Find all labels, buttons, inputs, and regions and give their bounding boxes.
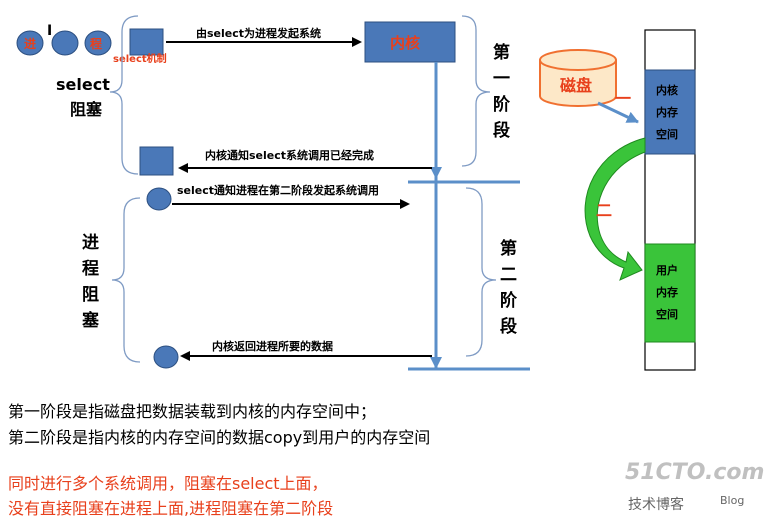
select-mechanism-label: select机制 bbox=[113, 52, 167, 65]
brace-process-block bbox=[111, 197, 141, 363]
first-phase-char-1: 第 bbox=[493, 42, 510, 63]
arrow-select-notify-label: select通知进程在第二阶段发起系统调用 bbox=[177, 183, 379, 197]
process-circle-2 bbox=[51, 30, 79, 56]
user-memory-line3: 空间 bbox=[656, 307, 678, 321]
caption-note-line2: 没有直接阻塞在进程上面,进程阻塞在第二阶段 bbox=[8, 499, 334, 518]
disk-cylinder: 磁盘 bbox=[539, 49, 617, 107]
second-phase-char-3: 阶 bbox=[500, 290, 518, 311]
process-circle-stage2 bbox=[146, 187, 172, 211]
select-block-line1: select bbox=[56, 75, 110, 94]
mark-two: 二 bbox=[596, 201, 612, 220]
process-char-2: 程 bbox=[90, 36, 102, 51]
arrow-kernel-notify-label: 内核通知select系统调用已经完成 bbox=[205, 148, 374, 162]
brace-first-phase bbox=[461, 15, 491, 167]
process-circle-3 bbox=[84, 30, 112, 56]
select-box-notified bbox=[139, 146, 174, 176]
process-block-char-2: 程 bbox=[82, 259, 99, 279]
process-block-char-3: 阻 bbox=[82, 285, 99, 305]
user-memory-line1: 用户 bbox=[656, 263, 678, 277]
first-phase-char-3: 阶 bbox=[493, 94, 511, 115]
kernel-label: 内核 bbox=[390, 34, 420, 52]
kernel-memory-line2: 内存 bbox=[656, 105, 678, 119]
process-block-char-4: 塞 bbox=[82, 310, 100, 331]
arrow-kernel-return-label: 内核返回进程所要的数据 bbox=[212, 339, 333, 353]
kernel-memory-line3: 空间 bbox=[656, 127, 678, 141]
caption-phase-one: 第一阶段是指磁盘把数据装载到内核的内存空间中； bbox=[8, 402, 377, 421]
text-cursor-glyph: I bbox=[47, 23, 52, 39]
first-phase-char-2: 一 bbox=[493, 69, 510, 89]
watermark-brand: 51CTO.com bbox=[625, 460, 765, 485]
mark-one: 一 bbox=[615, 89, 631, 108]
user-memory-line2: 内存 bbox=[656, 285, 678, 299]
process-char-1: 进 bbox=[24, 36, 36, 51]
second-phase-char-1: 第 bbox=[500, 238, 517, 259]
disk-label: 磁盘 bbox=[560, 76, 592, 95]
select-mechanism-box bbox=[129, 28, 164, 56]
kernel-memory-box bbox=[644, 69, 696, 155]
first-phase-char-4: 段 bbox=[493, 120, 510, 141]
kernel-memory-line1: 内核 bbox=[656, 83, 678, 97]
brace-select-block bbox=[109, 15, 139, 175]
watermark-blog: Blog bbox=[720, 494, 745, 507]
brace-second-phase bbox=[465, 187, 497, 357]
kernel-box bbox=[364, 21, 456, 63]
select-block-line2: 阻塞 bbox=[70, 100, 103, 119]
arrow-kernel-to-user-memory bbox=[584, 137, 646, 281]
process-circle-receive bbox=[153, 345, 179, 369]
second-phase-char-4: 段 bbox=[500, 316, 517, 337]
process-block-char-1: 进 bbox=[82, 233, 99, 253]
arrow-initiate-label: 由select为进程发起系统 bbox=[196, 26, 321, 40]
watermark-sub: 技术博客 bbox=[628, 497, 684, 513]
caption-phase-two: 第二阶段是指内核的内存空间的数据copy到用户的内存空间 bbox=[8, 428, 431, 447]
disk-body bbox=[539, 60, 617, 107]
arrow-disk-to-kernel-memory bbox=[597, 101, 639, 124]
caption-note-line1: 同时进行多个系统调用，阻塞在select上面， bbox=[8, 474, 328, 493]
disk-top bbox=[539, 49, 617, 71]
user-memory-box bbox=[644, 243, 696, 343]
process-circles: 进 程 I bbox=[16, 23, 112, 56]
second-phase-char-2: 二 bbox=[500, 265, 517, 285]
process-circle-1 bbox=[16, 30, 44, 56]
